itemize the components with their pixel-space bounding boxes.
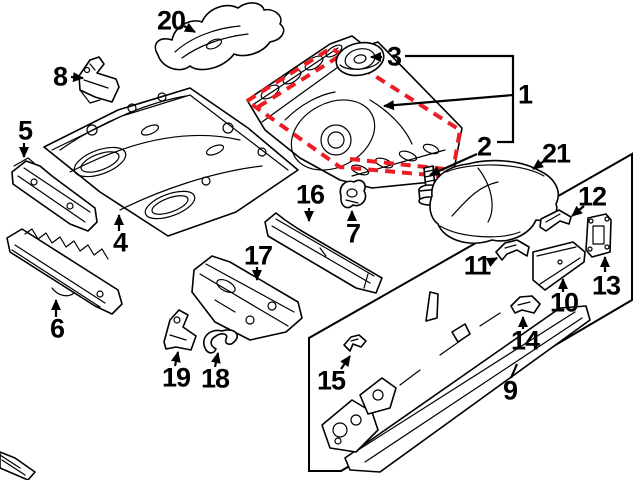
callout-3: 3 bbox=[386, 41, 402, 72]
callout-16: 16 bbox=[295, 179, 325, 210]
part-20-heat-shield-drawing bbox=[154, 2, 285, 71]
group-enclosure-box bbox=[308, 152, 633, 472]
part-6-sill-rail-drawing bbox=[6, 228, 123, 315]
callout-13: 13 bbox=[591, 270, 621, 301]
part-19-bracket-drawing bbox=[163, 309, 197, 351]
part-18-hook-clip-drawing bbox=[203, 329, 238, 354]
callout-20: 20 bbox=[156, 5, 186, 36]
callout-14: 14 bbox=[510, 325, 540, 356]
part-1-rear-floor-pan-drawing bbox=[246, 35, 463, 189]
callout-18: 18 bbox=[200, 363, 230, 394]
part-5-rail-drawing bbox=[11, 157, 98, 232]
part-10-channel-drawing bbox=[532, 241, 586, 291]
part-9-frame-rail-drawing bbox=[321, 291, 591, 473]
part-12-bracket-drawing bbox=[539, 209, 572, 232]
callout-2: 2 bbox=[476, 131, 492, 162]
part-21-wheelhouse-liner-drawing bbox=[429, 159, 560, 244]
part-8-bracket-drawing bbox=[78, 56, 120, 104]
part-15-clip-drawing bbox=[343, 334, 367, 352]
callout-7: 7 bbox=[345, 218, 361, 249]
part-16-crossmember-drawing bbox=[264, 212, 383, 294]
part-14-bracket-drawing bbox=[510, 295, 541, 314]
callout-12: 12 bbox=[577, 181, 607, 212]
callout-15: 15 bbox=[316, 365, 346, 396]
callout-19: 19 bbox=[161, 362, 191, 393]
callout-8: 8 bbox=[52, 61, 68, 92]
callout-1: 1 bbox=[517, 79, 533, 110]
callout-17: 17 bbox=[243, 240, 273, 271]
part-17-bracket-panel-drawing bbox=[191, 255, 303, 341]
callout-11: 11 bbox=[463, 250, 492, 281]
callout-5: 5 bbox=[17, 115, 33, 146]
part-11-bracket-drawing bbox=[495, 239, 530, 261]
callout-4: 4 bbox=[112, 227, 128, 258]
highlight-dashed-outline bbox=[243, 45, 463, 180]
callout-21: 21 bbox=[541, 138, 571, 169]
part-7-bracket-drawing bbox=[339, 179, 367, 209]
callout-9: 9 bbox=[502, 375, 518, 406]
part-4-floor-pan-drawing bbox=[43, 87, 299, 237]
corner-fragment-drawing bbox=[0, 451, 36, 480]
callout-leader-lines bbox=[19, 22, 610, 379]
callout-6: 6 bbox=[49, 313, 65, 344]
part-13-plate-drawing bbox=[585, 213, 612, 258]
callout-10: 10 bbox=[549, 287, 579, 318]
